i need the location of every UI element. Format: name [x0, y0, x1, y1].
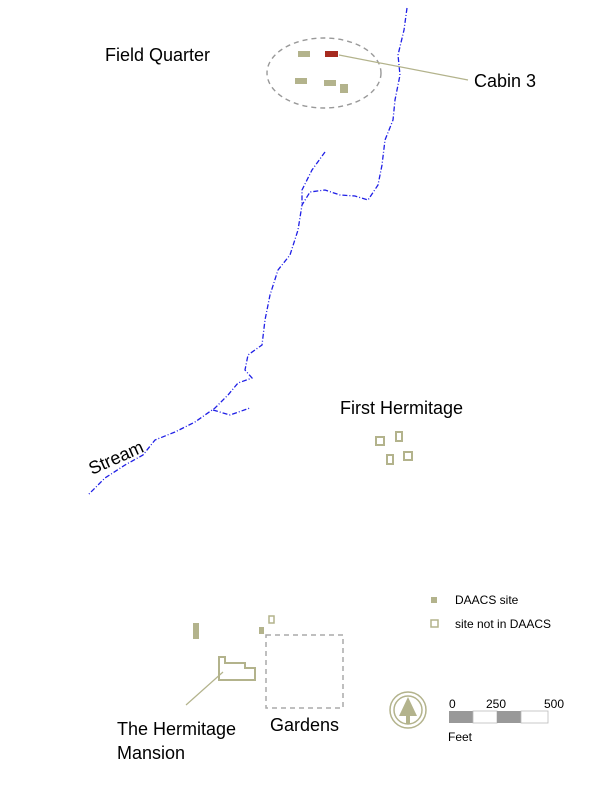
cabin-3-marker[interactable]	[325, 51, 338, 57]
mansion-label-line1: The Hermitage	[117, 719, 236, 739]
first-hermitage-sites	[375, 431, 413, 465]
north-arrow-icon	[389, 691, 427, 729]
site-marker[interactable]	[298, 51, 310, 57]
mansion-leader-line	[185, 671, 224, 706]
gardens-boundary	[265, 634, 344, 709]
cabin-3-leader-line	[338, 54, 469, 81]
legend-daacs-label: DAACS site	[455, 593, 519, 607]
field-quarter-sites	[295, 51, 348, 93]
scale-tick-500: 500	[544, 697, 564, 711]
scale-tick-0: 0	[449, 697, 456, 711]
stream-label: Stream	[85, 437, 146, 479]
site-outline[interactable]	[386, 454, 394, 465]
mansion-outline[interactable]	[218, 656, 256, 681]
site-outline[interactable]	[375, 436, 385, 446]
legend-not-daacs-label: site not in DAACS	[455, 617, 551, 631]
gardens-label: Gardens	[270, 715, 339, 735]
mansion-label-line2: Mansion	[117, 743, 185, 763]
site-outline[interactable]	[403, 451, 413, 461]
scale-unit: Feet	[448, 730, 473, 744]
field-quarter-boundary	[266, 37, 382, 109]
site-marker[interactable]	[324, 80, 336, 86]
scale-bar: 0 250 500 Feet	[448, 697, 564, 744]
first-hermitage-label: First Hermitage	[340, 398, 463, 418]
cabin-3-label: Cabin 3	[474, 71, 536, 91]
field-quarter-label: Field Quarter	[105, 45, 210, 65]
scale-tick-250: 250	[486, 697, 506, 711]
site-marker[interactable]	[259, 627, 264, 634]
legend-not-daacs-swatch	[430, 619, 439, 628]
site-outline[interactable]	[395, 431, 403, 442]
site-marker[interactable]	[340, 84, 348, 93]
legend-daacs-swatch	[431, 597, 437, 603]
site-marker[interactable]	[193, 623, 199, 639]
stream-line	[87, 7, 408, 496]
site-outline[interactable]	[268, 615, 275, 624]
site-marker[interactable]	[295, 78, 307, 84]
